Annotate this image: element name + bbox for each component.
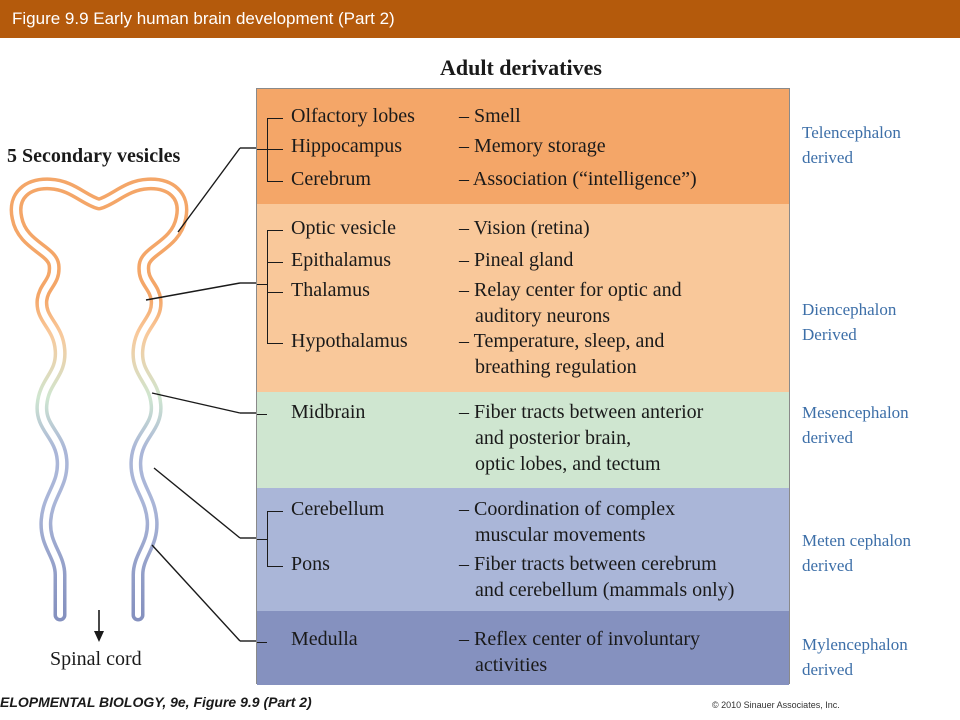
function-text: muscular movements <box>475 524 646 546</box>
spinal-cord-arrowhead <box>94 631 104 642</box>
function-text: – Pineal gland <box>459 249 574 271</box>
myelencephalon-band <box>257 611 789 685</box>
spinal-cord-label: Spinal cord <box>50 648 142 670</box>
function-text: – Temperature, sleep, and <box>459 330 665 352</box>
function-text: – Relay center for optic and <box>459 279 682 301</box>
neural-tube-lumen <box>13 180 185 618</box>
structure-name: Pons <box>291 553 330 575</box>
structure-name: Optic vesicle <box>291 217 396 239</box>
structure-name: Epithalamus <box>291 249 391 271</box>
mesencephalon-band <box>257 392 789 488</box>
bracket-stub <box>257 284 267 285</box>
structure-name: Medulla <box>291 628 358 650</box>
region-note-telencephalon: derived <box>802 148 853 167</box>
function-text: auditory neurons <box>475 305 610 327</box>
region-note-myelencephalon: Mylencephalon <box>802 635 908 654</box>
bracket-stub <box>257 539 267 540</box>
bracket-stub <box>257 414 267 415</box>
structure-name: Hippocampus <box>291 135 403 157</box>
structure-name: Hypothalamus <box>291 330 408 352</box>
bracket-tick <box>267 262 283 263</box>
function-text: breathing regulation <box>475 356 637 378</box>
structure-name: Thalamus <box>291 279 370 301</box>
bracket-stub <box>257 149 267 150</box>
bracket-tick <box>267 149 283 150</box>
function-text: – Fiber tracts between anterior <box>459 401 704 423</box>
function-text: – Reflex center of involuntary <box>459 628 701 650</box>
structure-name: Cerebrum <box>291 168 371 190</box>
function-text: – Memory storage <box>459 135 606 157</box>
region-note-diencephalon: Derived <box>802 325 857 344</box>
structure-name: Olfactory lobes <box>291 105 415 127</box>
metencephalon-band <box>257 488 789 611</box>
leader-line-metencephalon <box>153 467 241 539</box>
bracket-tick <box>267 511 283 512</box>
leader-line-diencephalon <box>145 282 241 301</box>
source-caption: ELOPMENTAL BIOLOGY, 9e, Figure 9.9 (Part… <box>0 694 312 710</box>
bracket-tick <box>267 230 283 231</box>
bracket-tick <box>267 292 283 293</box>
bracket-tick <box>267 343 283 344</box>
region-note-mesencephalon: derived <box>802 428 853 447</box>
region-note-mesencephalon: Mesencephalon <box>802 403 909 422</box>
secondary-vesicles-label: 5 Secondary vesicles <box>7 145 181 167</box>
bracket-stub <box>257 642 267 643</box>
region-note-metencephalon: derived <box>802 556 853 575</box>
function-text: and posterior brain, <box>475 427 632 449</box>
region-note-telencephalon: Telencephalon <box>802 123 901 142</box>
function-text: – Fiber tracts between cerebrum <box>459 553 717 575</box>
function-text: – Smell <box>459 105 521 127</box>
structure-name: Midbrain <box>291 401 366 423</box>
structure-name: Cerebellum <box>291 498 385 520</box>
diencephalon-band <box>257 204 789 392</box>
bracket-tick <box>267 181 283 182</box>
figure-title: Figure 9.9 Early human brain development… <box>12 9 395 28</box>
region-note-diencephalon: Diencephalon <box>802 300 897 319</box>
function-text: optic lobes, and tectum <box>475 453 661 475</box>
region-note-metencephalon: Meten cephalon <box>802 531 912 550</box>
function-text: – Coordination of complex <box>459 498 676 520</box>
figure-title-bar: Figure 9.9 Early human brain development… <box>0 0 960 38</box>
function-text: – Vision (retina) <box>459 217 590 239</box>
leader-line-myelencephalon <box>151 544 241 642</box>
leader-lines <box>145 147 256 642</box>
bracket-tick <box>267 566 283 567</box>
telencephalon-band <box>257 89 789 204</box>
leader-line-mesencephalon <box>151 392 241 414</box>
function-text: and cerebellum (mammals only) <box>475 579 735 601</box>
function-text: – Association (“intelligence”) <box>459 168 697 190</box>
function-text: activities <box>475 654 548 676</box>
copyright-notice: © 2010 Sinauer Associates, Inc. <box>712 700 840 710</box>
group-bracket <box>267 511 268 566</box>
region-note-myelencephalon: derived <box>802 660 853 679</box>
adult-derivatives-heading: Adult derivatives <box>440 55 602 80</box>
leader-line-telencephalon <box>177 147 241 233</box>
bracket-tick <box>267 118 283 119</box>
group-bracket <box>267 230 268 343</box>
